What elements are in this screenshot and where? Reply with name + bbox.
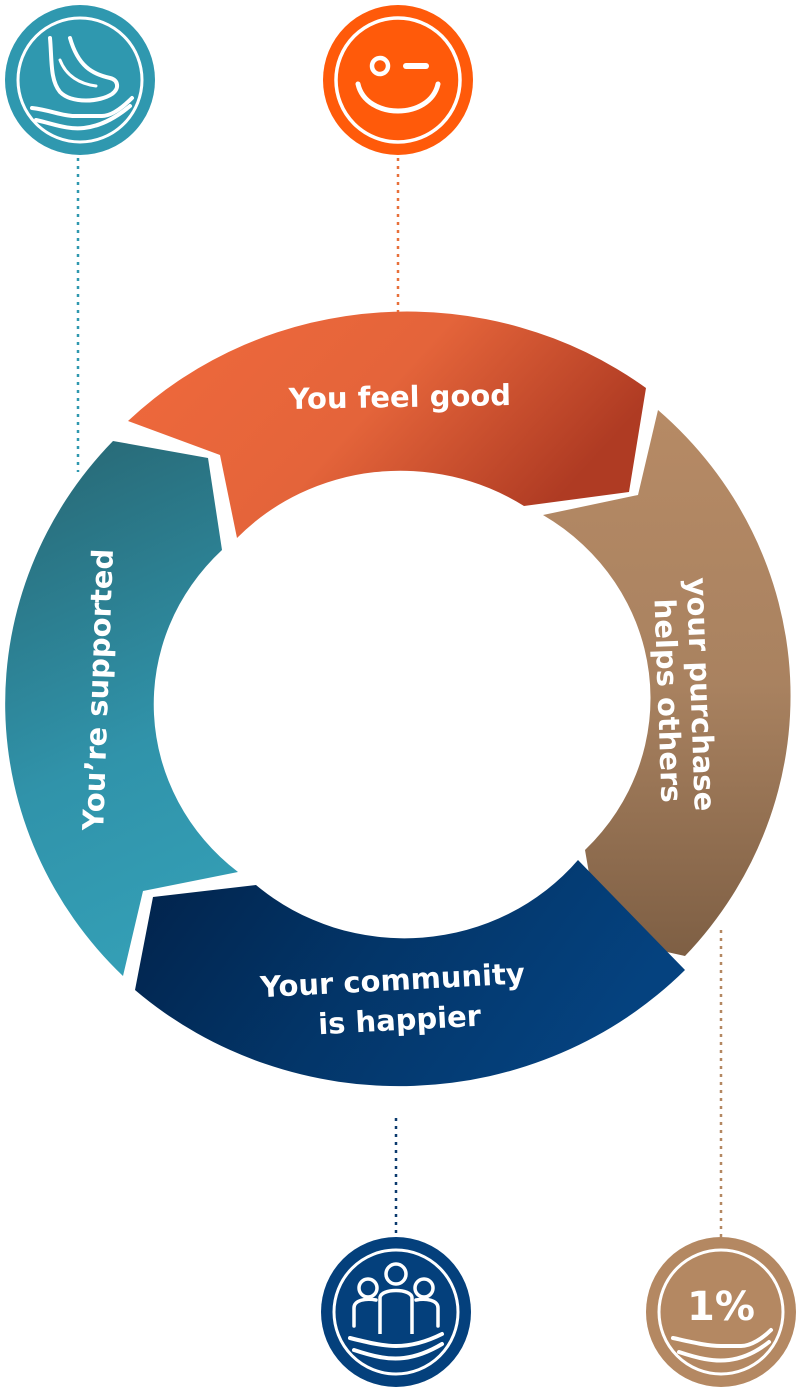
community-people-hand-icon [321,1237,471,1387]
one-percent-hand-icon: 1% [646,1237,796,1387]
label-you-feel-good: You feel good [287,378,511,416]
segment-youre-supported [5,441,239,976]
label-your-purchase-helps-others: your purchase helps others [647,577,722,823]
segment-you-feel-good [128,311,646,538]
segment-your-community-is-happier [135,860,685,1087]
one-percent-text: 1% [687,1284,755,1330]
foot-hand-icon [5,5,155,155]
smiley-wink-icon [323,5,473,155]
segment-your-purchase-helps-others [543,410,791,956]
